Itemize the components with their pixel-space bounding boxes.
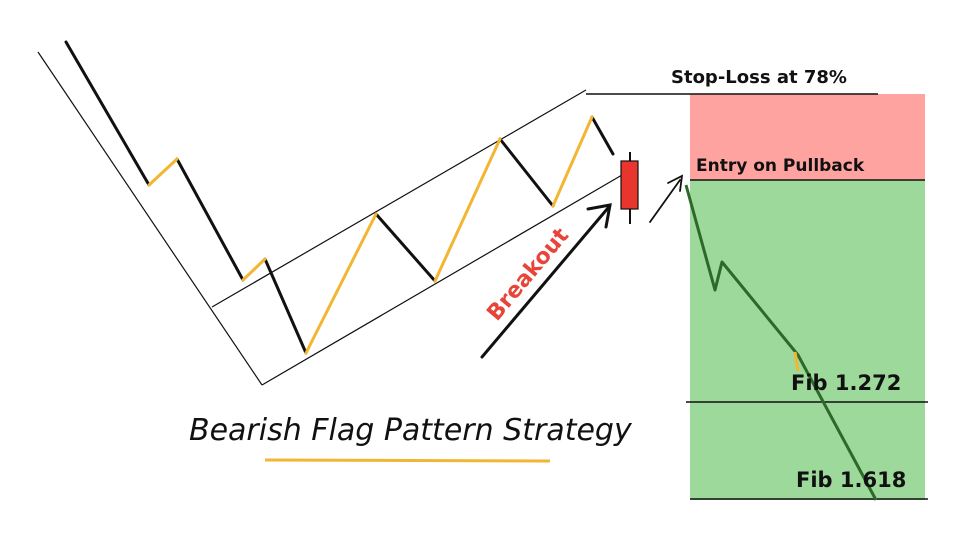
projected-move-highlight — [793, 351, 800, 372]
breakout-arrow — [480, 203, 612, 359]
pullback-arrow — [649, 174, 684, 223]
projected-move-line — [684, 184, 878, 501]
fib-1272-label: Fib 1.272 — [791, 371, 901, 395]
flag-channel-upper — [211, 89, 587, 308]
diagram-title: Bearish Flag Pattern Strategy — [189, 413, 633, 448]
flag-channel-lower — [261, 174, 623, 386]
stop-loss-label: Stop-Loss at 78% — [671, 67, 847, 88]
title-underline — [264, 458, 551, 463]
stop-loss-zone — [690, 94, 925, 180]
breakout-label: Breakout — [482, 223, 574, 326]
flagpole-channel-outer — [37, 51, 263, 386]
price-up-legs — [147, 115, 594, 355]
price-down-legs — [64, 40, 615, 355]
fib-1618-label: Fib 1.618 — [796, 468, 906, 492]
target-zone — [690, 180, 925, 500]
entry-label: Entry on Pullback — [696, 156, 865, 176]
breakout-candle — [620, 160, 639, 210]
